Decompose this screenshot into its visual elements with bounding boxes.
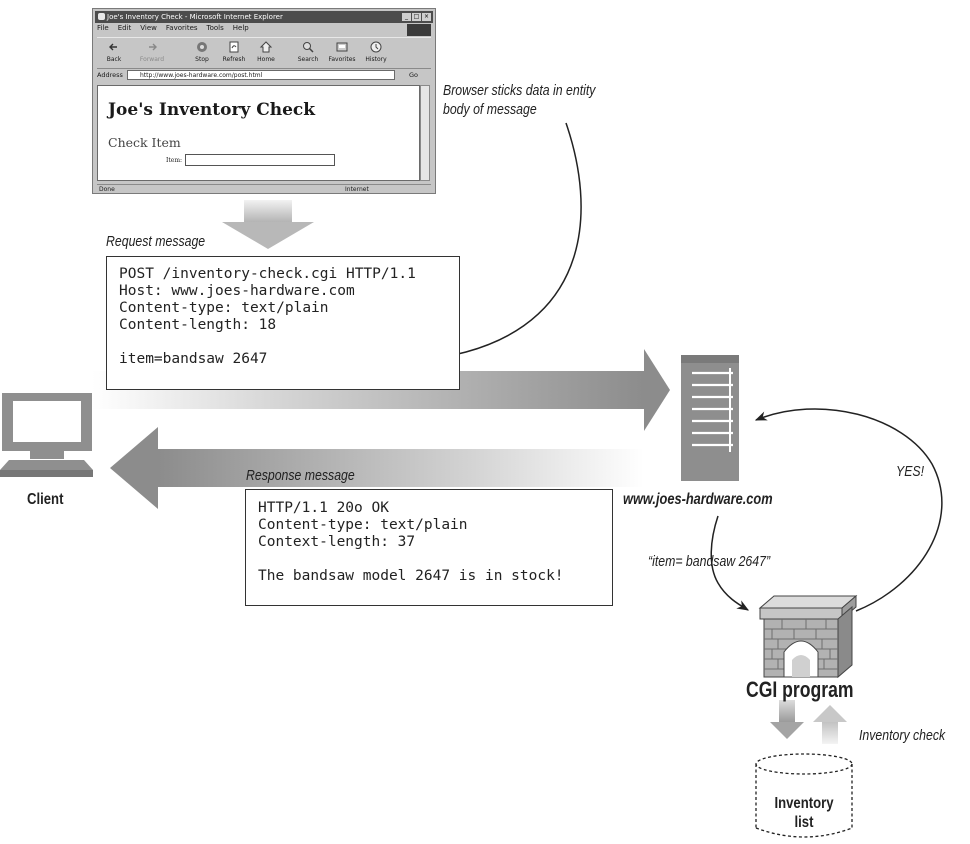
browser-titlebar: Joe's Inventory Check - Microsoft Intern…: [95, 11, 433, 23]
vertical-scrollbar[interactable]: [420, 85, 430, 181]
request-host-header: Host: www.joes-hardware.com: [119, 283, 355, 299]
response-content-length-header: Context-length: 37: [258, 534, 416, 550]
cgi-program-icon: [758, 594, 858, 679]
inventory-list-label-1: Inventory: [774, 795, 834, 812]
response-arrow: [110, 427, 644, 509]
favorites-icon: [336, 42, 348, 52]
yes-label: YES!: [896, 463, 925, 480]
item-input[interactable]: [185, 154, 335, 166]
browser-window: Joe's Inventory Check - Microsoft Intern…: [92, 8, 436, 194]
request-content-type-header: Content-type: text/plain: [119, 300, 329, 316]
stop-icon: [197, 42, 207, 52]
stop-button[interactable]: Stop: [187, 40, 217, 63]
minimize-icon[interactable]: _: [402, 13, 411, 21]
status-done: Done: [99, 186, 115, 193]
response-status-line: HTTP/1.1 20o OK: [258, 500, 389, 516]
client-computer-icon: [0, 393, 93, 477]
menu-edit[interactable]: Edit: [117, 24, 132, 32]
response-message-box: HTTP/1.1 20o OK Content-type: text/plain…: [245, 489, 613, 606]
server-icon: [681, 355, 739, 481]
inventory-arrows: [770, 700, 847, 744]
item-quote-label: “item= bandsaw 2647”: [648, 553, 771, 570]
home-button[interactable]: Home: [251, 40, 281, 63]
inventory-list-icon: [755, 753, 853, 838]
browser-statusbar: Done Internet: [97, 184, 431, 194]
menu-view[interactable]: View: [140, 24, 157, 32]
back-label: Back: [106, 56, 122, 63]
forward-button[interactable]: Forward: [137, 40, 167, 63]
forward-label: Forward: [139, 56, 165, 63]
request-body: item=bandsaw 2647: [119, 351, 268, 367]
browser-title: Joe's Inventory Check - Microsoft Intern…: [107, 13, 283, 21]
browser-toolbar: Back Forward Stop Refresh Home Search Fa…: [97, 37, 431, 69]
stop-label: Stop: [195, 56, 209, 63]
menu-file[interactable]: File: [97, 24, 109, 32]
page-heading: Joe's Inventory Check: [108, 100, 316, 120]
search-icon: [303, 42, 314, 53]
ie-logo-icon: [98, 13, 105, 20]
page-subheading: Check Item: [108, 135, 181, 150]
refresh-label: Refresh: [222, 56, 246, 63]
menu-tools[interactable]: Tools: [206, 24, 224, 32]
back-button[interactable]: Back: [99, 40, 129, 63]
server-label: www.joes-hardware.com: [623, 491, 773, 508]
search-label: Search: [297, 56, 319, 63]
response-message-label: Response message: [246, 467, 355, 484]
response-body: The bandsaw model 2647 is in stock!: [258, 568, 564, 584]
menu-help[interactable]: Help: [232, 24, 249, 32]
request-line: POST /inventory-check.cgi HTTP/1.1: [119, 266, 416, 282]
browser-to-request-arrow: [222, 200, 314, 249]
favorites-label: Favorites: [328, 56, 356, 63]
request-content-length-header: Content-length: 18: [119, 317, 277, 333]
history-icon: [370, 41, 382, 53]
refresh-icon: [229, 41, 239, 53]
inventory-check-label: Inventory check: [859, 727, 946, 744]
maximize-icon[interactable]: □: [412, 13, 421, 21]
refresh-button[interactable]: Refresh: [219, 40, 249, 63]
address-label: Address: [97, 71, 123, 79]
cgi-to-server-arrow: [754, 408, 943, 612]
cgi-program-label: CGI program: [746, 677, 854, 702]
address-value: http://www.joes-hardware.com/post.html: [140, 72, 263, 79]
status-zone: Internet: [345, 186, 369, 193]
close-icon[interactable]: ×: [422, 13, 431, 21]
home-icon: [259, 41, 273, 53]
server-to-cgi-arrow: [710, 515, 750, 611]
browser-menubar: File Edit View Favorites Tools Help: [97, 24, 249, 34]
history-label: History: [365, 56, 387, 63]
browser-note-line-1: Browser sticks data in entity: [443, 82, 596, 99]
windows-logo-icon: [407, 24, 431, 36]
back-arrow-icon: [109, 43, 117, 51]
favorites-button[interactable]: Favorites: [327, 40, 357, 63]
request-message-box: POST /inventory-check.cgi HTTP/1.1 Host:…: [106, 256, 460, 390]
inventory-list-label-2: list: [794, 814, 814, 831]
home-label: Home: [257, 56, 275, 63]
menu-favorites[interactable]: Favorites: [165, 24, 198, 32]
address-bar-row: Address http://www.joes-hardware.com/pos…: [97, 70, 431, 82]
request-blank-line: [119, 334, 459, 351]
forward-arrow-icon: [149, 43, 157, 51]
browser-note-line-2: body of message: [443, 101, 537, 118]
request-message-label: Request message: [106, 233, 206, 250]
search-button[interactable]: Search: [293, 40, 323, 63]
response-content-type-header: Content-type: text/plain: [258, 517, 468, 533]
item-field-label: Item:: [166, 157, 183, 164]
client-label: Client: [27, 491, 64, 508]
history-button[interactable]: History: [361, 40, 391, 63]
response-blank-line: [258, 551, 612, 568]
go-button[interactable]: Go: [409, 71, 419, 79]
address-input[interactable]: http://www.joes-hardware.com/post.html: [127, 70, 395, 80]
browser-page-content: Joe's Inventory Check Check Item Item:: [97, 85, 420, 181]
